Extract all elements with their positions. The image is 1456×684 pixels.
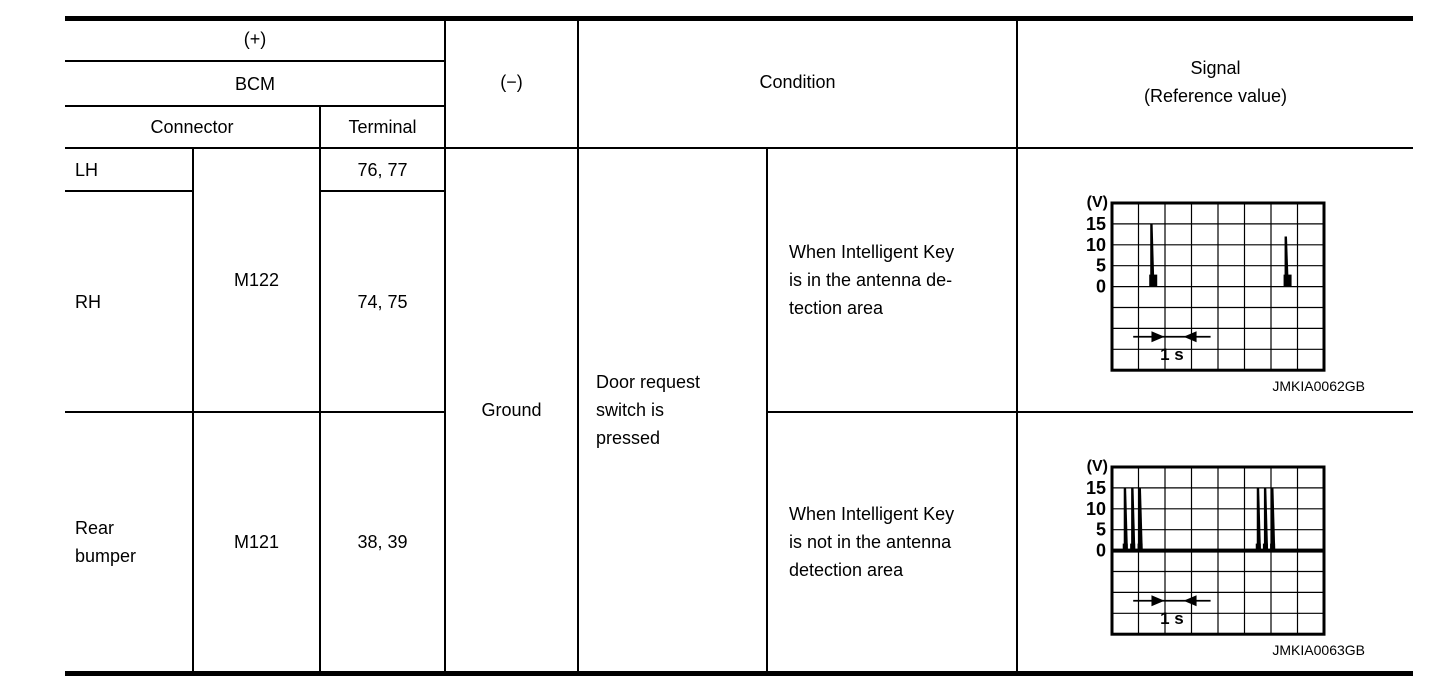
svg-text:(V): (V): [1087, 194, 1108, 211]
condition-key-in-area-cell: When Intelligent Key is in the antenna d…: [789, 242, 955, 318]
table-rule-header-bottom: [65, 147, 1413, 149]
row-rear-bumper-cell: Rear bumper: [75, 518, 137, 566]
svg-text:1 s: 1 s: [1160, 609, 1184, 628]
header-connector-cell: Connector: [150, 117, 234, 137]
svg-text:0: 0: [1096, 277, 1106, 297]
svg-text:5: 5: [1096, 256, 1106, 276]
header-minus-cell: (−): [500, 71, 523, 92]
figure-id-label-2: JMKIA0063GB: [1272, 642, 1365, 658]
terminal-76-77-cell: 76, 77: [357, 159, 408, 180]
header-signal-cell: Signal (Reference value): [1143, 57, 1288, 106]
terminal-38-39-cell: 38, 39: [357, 532, 408, 552]
row-lh-cell: LH: [75, 159, 99, 180]
svg-text:10: 10: [1086, 499, 1106, 519]
svg-text:0: 0: [1096, 541, 1106, 561]
figure-id-label-1: JMKIA0062GB: [1272, 378, 1365, 394]
table-rule-bottom: [65, 671, 1413, 676]
condition-key-not-in-area-cell: When Intelligent Key is not in the anten…: [789, 504, 955, 580]
svg-text:(V): (V): [1087, 458, 1108, 475]
table-rule: [65, 190, 194, 192]
svg-text:15: 15: [1086, 478, 1106, 498]
svg-text:15: 15: [1086, 214, 1106, 234]
table-rule: [65, 60, 446, 62]
connector-m121-cell: M121: [233, 532, 280, 552]
table-rule: [577, 16, 579, 676]
door-request-condition-cell: Door request switch is pressed: [596, 372, 701, 448]
table-rule: [192, 147, 194, 676]
svg-text:5: 5: [1096, 520, 1106, 540]
header-terminal-cell: Terminal: [348, 117, 417, 137]
table-rule: [319, 105, 321, 676]
table-rule: [319, 190, 446, 192]
table-rule: [1016, 16, 1018, 676]
table-rule: [766, 411, 1413, 413]
header-condition-cell: Condition: [759, 71, 836, 92]
svg-text:10: 10: [1086, 235, 1106, 255]
header-plus-cell: (+): [243, 29, 267, 49]
connector-m122-cell: M122: [233, 270, 280, 290]
svg-text:1 s: 1 s: [1160, 345, 1184, 364]
ground-cell: Ground: [481, 400, 542, 420]
table-rule: [65, 105, 446, 107]
table-rule-top: [65, 16, 1413, 21]
header-bcm-cell: BCM: [235, 73, 275, 94]
table-rule: [444, 16, 446, 676]
terminal-74-75-cell: 74, 75: [357, 291, 408, 312]
row-rh-cell: RH: [75, 291, 101, 312]
table-rule: [65, 411, 446, 413]
table-rule: [766, 147, 768, 676]
